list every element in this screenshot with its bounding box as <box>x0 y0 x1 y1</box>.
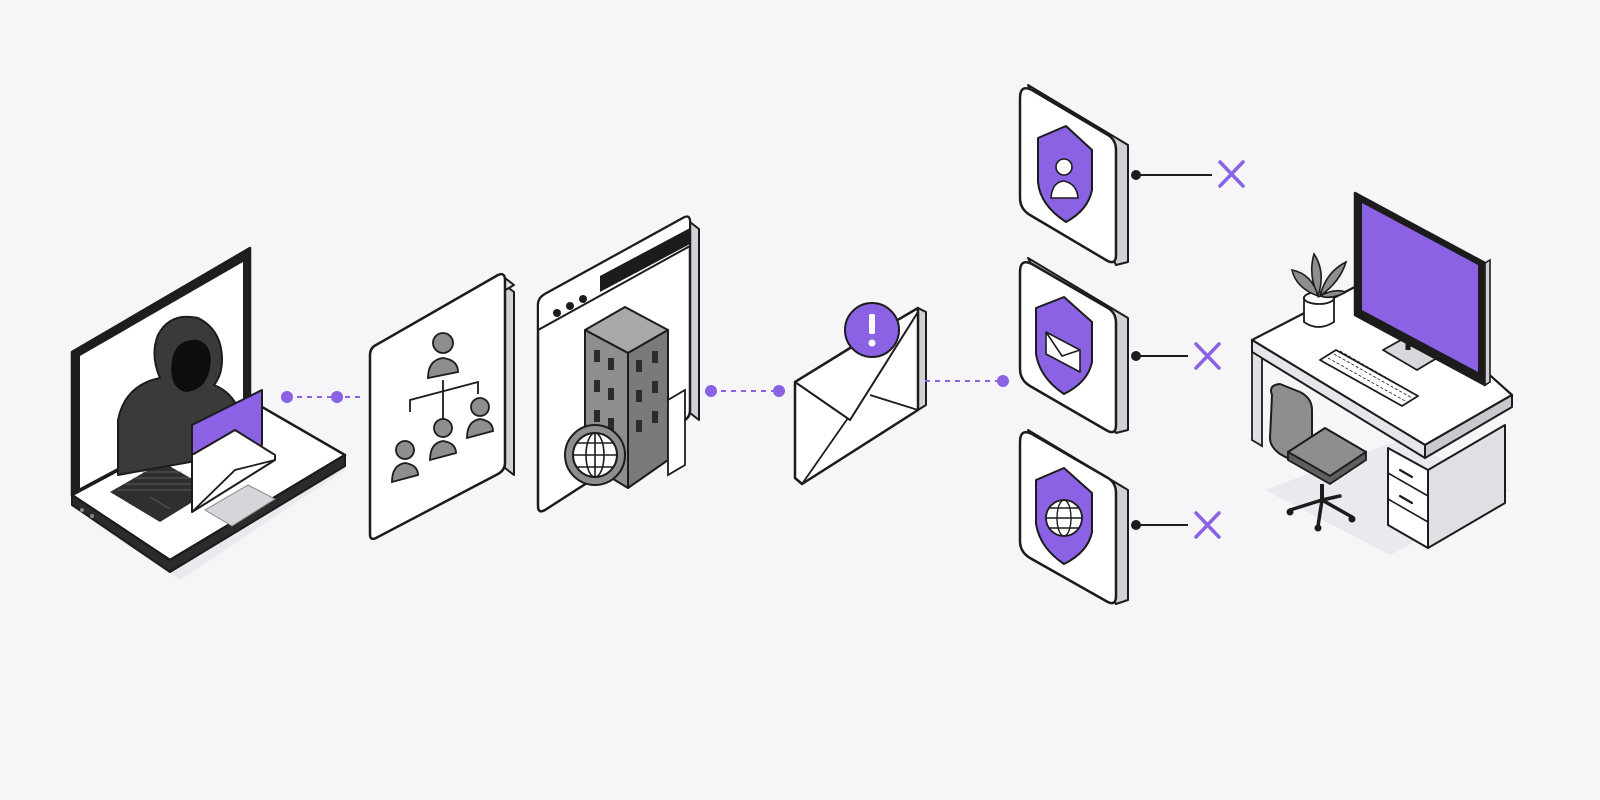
defense-1-blocked-connector <box>1131 170 1212 180</box>
org-chart-person-middle-icon <box>429 418 457 462</box>
org-chart-person-right-icon <box>466 397 494 440</box>
org-chart-person-left-icon <box>391 440 419 484</box>
held-envelope-icon <box>191 389 276 513</box>
potted-plant-icon <box>1290 252 1348 328</box>
defense-panel-user <box>1018 84 1245 266</box>
defense-3-blocked-connector <box>1131 520 1188 530</box>
defense-2-blocked-connector <box>1131 351 1188 361</box>
browser-window-dots <box>553 295 587 317</box>
defense-panel-mail <box>1018 257 1221 434</box>
x-mark-icon <box>1218 160 1245 188</box>
building-browser-globe-icon <box>536 215 700 513</box>
office-chair-icon <box>1269 383 1367 532</box>
workstation-desk-icon <box>1250 191 1514 555</box>
x-mark-icon <box>1194 342 1221 370</box>
globe-badge-icon <box>564 424 626 486</box>
desk-drawers <box>1387 424 1506 549</box>
hooded-hacker-laptop-icon <box>70 246 347 580</box>
defense-panel-web <box>1018 429 1221 605</box>
laptop-keyboard <box>110 462 212 522</box>
alert-badge-icon <box>844 302 900 358</box>
flow-connector-3 <box>925 375 1009 387</box>
org-chart-icon <box>368 272 515 541</box>
mail-shield-icon <box>1035 296 1093 395</box>
alert-envelope-icon <box>793 302 927 486</box>
org-chart-top-person-icon <box>427 332 459 380</box>
shield-stack-icon <box>1018 84 1245 605</box>
user-shield-icon <box>1037 125 1093 223</box>
monitor-icon <box>1353 191 1491 387</box>
x-mark-icon <box>1194 511 1221 539</box>
globe-shield-icon <box>1035 467 1093 565</box>
flow-connector-1 <box>281 391 360 403</box>
flow-connector-2 <box>705 385 785 397</box>
desk-keyboard-icon <box>1319 349 1419 407</box>
